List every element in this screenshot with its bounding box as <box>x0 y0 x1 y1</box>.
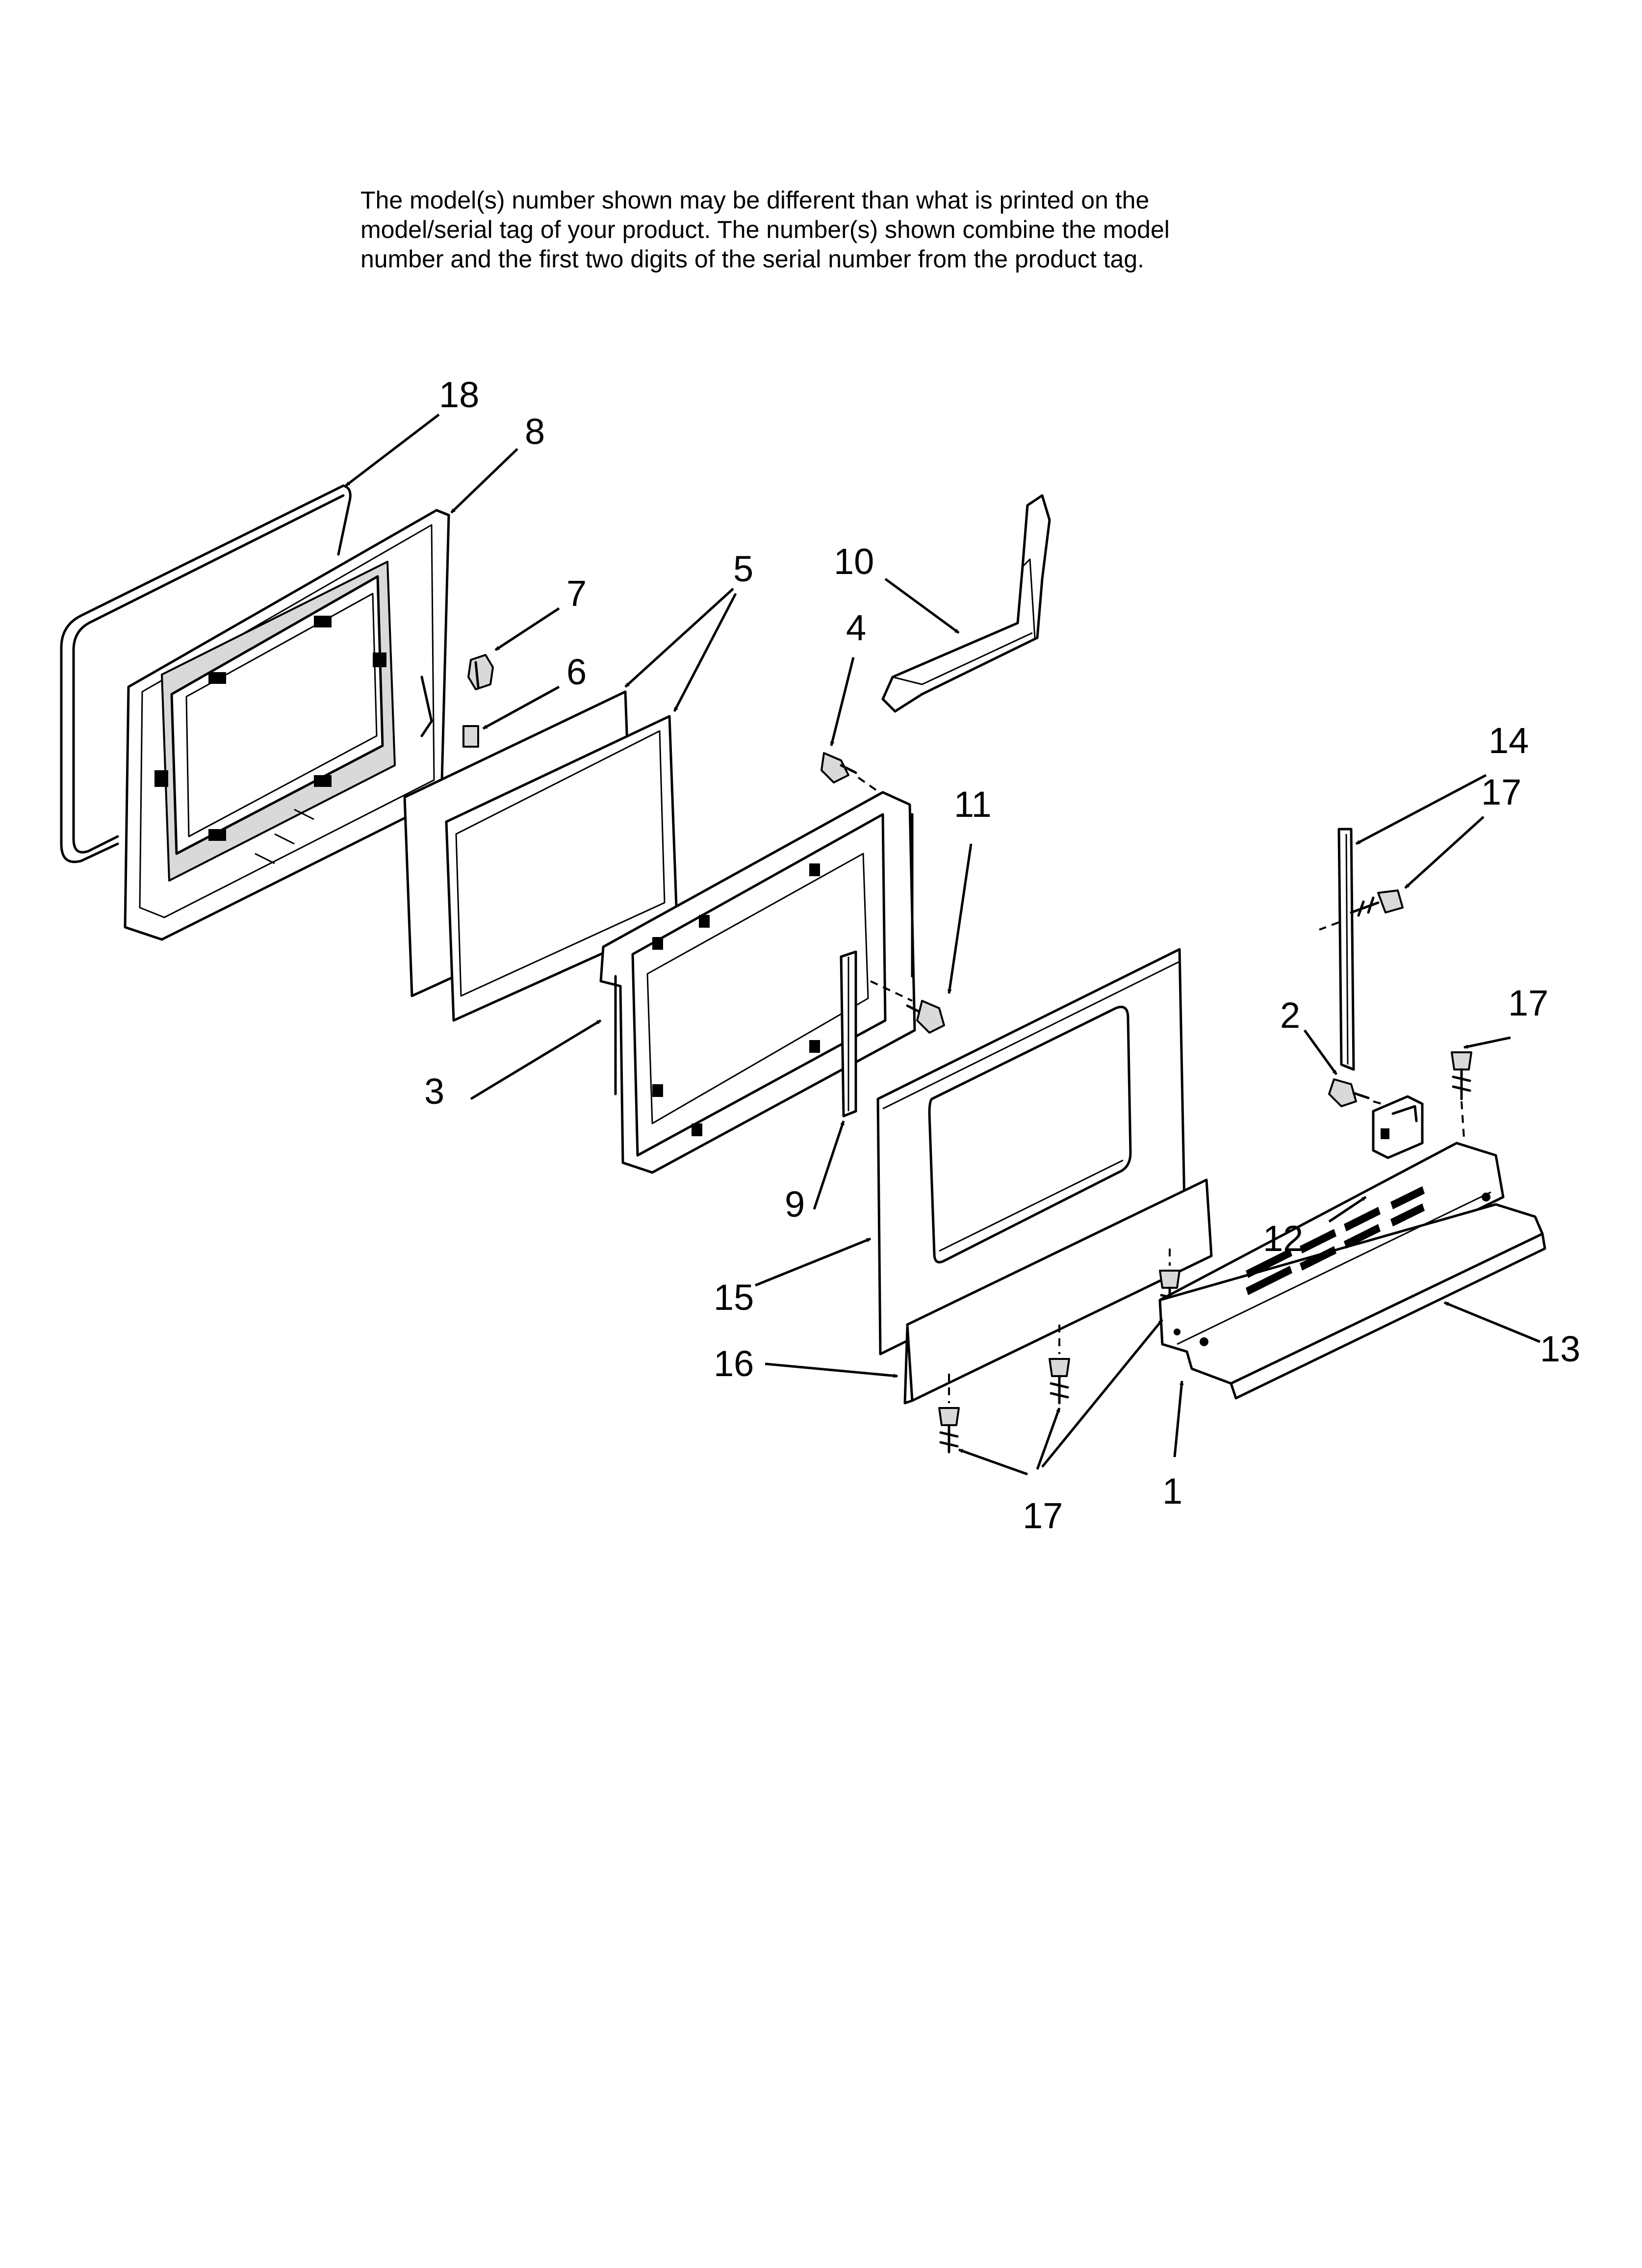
callout-11: 11 <box>954 784 992 825</box>
callout-18: 18 <box>439 374 479 415</box>
disclaimer-line-1: The model(s) number shown may be differe… <box>360 186 1150 214</box>
part-16-bottom-trim <box>903 1178 1213 1405</box>
disclaimer-line-3: number and the first two digits of the s… <box>360 245 1145 273</box>
disclaimer-line-2: model/serial tag of your product. The nu… <box>360 216 1170 243</box>
disclaimer-note: The model(s) number shown may be differe… <box>360 185 1415 274</box>
part-7-clip <box>467 654 494 690</box>
callout-9: 9 <box>785 1184 805 1225</box>
part-12-bracket <box>1372 1095 1424 1159</box>
callout-17-bottom: 17 <box>1023 1495 1063 1536</box>
part-10-vent-trim <box>881 494 1051 713</box>
callout-13: 13 <box>1540 1329 1580 1369</box>
part-18-door-gasket <box>60 484 352 863</box>
callout-1: 1 <box>1162 1471 1182 1512</box>
callout-17-upper-right: 17 <box>1481 772 1521 812</box>
callout-2: 2 <box>1280 995 1300 1036</box>
part-6-spacer <box>462 725 479 748</box>
callout-14: 14 <box>1488 720 1529 761</box>
callout-7: 7 <box>566 573 587 614</box>
callout-6: 6 <box>566 652 587 692</box>
callout-12: 12 <box>1263 1218 1303 1259</box>
callout-leaders <box>345 414 1540 1476</box>
part-13-vent-bar <box>1158 1142 1546 1400</box>
part-4-screw <box>821 752 884 796</box>
callout-16: 16 <box>714 1343 754 1384</box>
part-17-screw-upper-right <box>1319 889 1404 931</box>
part-14-hinge-strip <box>1337 828 1355 1071</box>
callout-17-right: 17 <box>1508 983 1548 1023</box>
callout-10: 10 <box>834 541 874 582</box>
part-11-screw <box>870 980 945 1034</box>
part-8-inner-door-liner <box>124 509 450 941</box>
callout-3: 3 <box>424 1071 444 1112</box>
callout-5: 5 <box>733 548 753 589</box>
part-9-channel <box>840 950 857 1118</box>
callout-15: 15 <box>714 1277 754 1318</box>
part-17-screw-right <box>1451 1051 1472 1139</box>
callout-4: 4 <box>846 607 866 648</box>
callout-8: 8 <box>525 411 545 452</box>
callout-numbers: 18 8 7 6 5 10 4 11 14 17 17 2 3 9 12 13 … <box>424 374 1580 1536</box>
part-3-door-frame <box>599 791 916 1174</box>
part-15-outer-door-panel <box>876 948 1186 1356</box>
